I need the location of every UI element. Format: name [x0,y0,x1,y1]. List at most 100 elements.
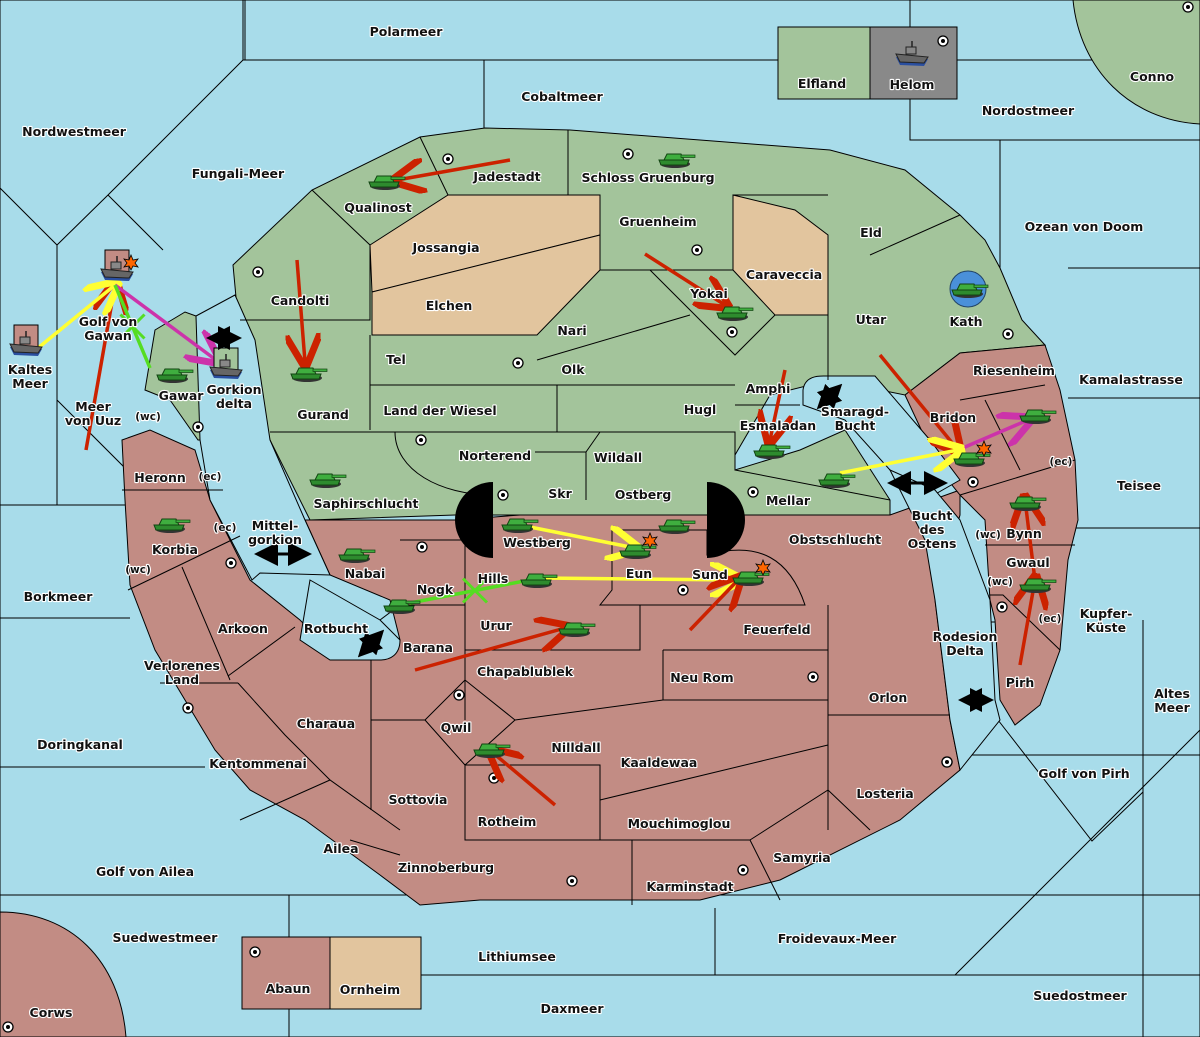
dislodged-burst-icon [976,439,992,457]
army-unit-sund[interactable] [732,558,771,587]
label-sund: Sund [692,567,728,582]
supply-center-westberg [497,489,509,501]
order-support-arrow [839,450,958,475]
label-olk: Olk [561,362,585,377]
label-amphi: Amphi [746,381,791,396]
label-golf-von-pirh: Golf von Pirh [1038,766,1129,781]
label-saphirschlucht: Saphirschlucht [314,496,419,511]
territory-elchen[interactable] [371,234,601,336]
coast-label: (wc) [135,411,161,423]
label-mouchimoglou: Mouchimoglou [628,816,731,831]
order-move-arrow [297,259,305,362]
supply-center-jadestadt [442,153,454,165]
territory-corws[interactable] [0,911,127,1037]
label-westberg: Westberg [503,535,571,550]
supply-center-pirh [996,601,1008,613]
supply-center-mellar [747,486,759,498]
label-bynn: Bynn [1006,526,1041,541]
supply-center-eun [677,584,689,596]
label-daxmeer: Daxmeer [540,1001,604,1016]
label-teisee: Teisee [1117,478,1161,493]
label-jadestadt: Jadestadt [472,169,540,184]
order-move-arrow [492,752,557,807]
label-eld: Eld [860,225,882,240]
territory-conno[interactable] [1072,0,1200,125]
supply-center-kath [1002,328,1014,340]
order-support-arrow [539,578,738,580]
label-nordwestmeer: Nordwestmeer [22,124,127,139]
label-ornheim: Ornheim [340,982,400,997]
supply-center-yokai [726,326,738,338]
territory-ornheim[interactable] [329,936,422,1010]
label-riesenheim: Riesenheim [973,363,1055,378]
supply-center-nabai [416,541,428,553]
fleet-unit-kaltes-meer[interactable] [9,324,43,357]
supply-center-verlorenes-land [182,702,194,714]
supply-center-norterend [415,434,427,446]
label-nordostmeer: Nordostmeer [982,103,1075,118]
order-move-arrow [414,628,565,672]
label-pirh: Pirh [1006,675,1035,690]
army-unit-bridon[interactable] [953,439,992,468]
label-qualinost: Qualinost [344,200,411,215]
territory-labels: PolarmeerCobaltmeerNordwestmeerFungali-M… [7,23,1192,1021]
label-bridon: Bridon [930,410,976,425]
land-borders [122,130,1076,905]
label-borkmeer: Borkmeer [24,589,94,604]
label-suedostmeer: Suedostmeer [1033,988,1127,1003]
label-kaaldewaa: Kaaldewaa [621,755,698,770]
supply-center-conno [1182,1,1194,13]
label-kamalastrasse: Kamalastrasse [1079,372,1183,387]
label-cobaltmeer: Cobaltmeer [521,89,603,104]
army-unit-kath[interactable] [949,270,989,308]
label-elchen: Elchen [426,298,473,313]
label-rotbucht: Rotbucht [304,621,368,636]
supply-center-karminstadt [737,864,749,876]
label-skr: Skr [548,486,572,501]
order-move-arrow [878,353,958,450]
label-hills: Hills [478,571,509,586]
fleet-unit-golf-von-gawan[interactable] [100,249,139,282]
supply-center-rotheim [488,772,500,784]
army-unit-eun[interactable] [619,531,658,560]
coast-label: (ec) [199,471,222,483]
supply-center-tel [512,357,524,369]
fleet-unit-gorkion-delta[interactable] [209,347,243,380]
order-convoy-arrow [957,420,1028,452]
label-obstschlucht: Obstschlucht [789,532,881,547]
coast-label: (ec) [214,522,237,534]
adjacency-arrow [816,383,843,410]
label-fungali-meer: Fungali-Meer [192,166,285,181]
supply-center-gruenheim [691,244,703,256]
label-land-der-wiesel: Land der Wiesel [383,403,496,418]
order-move-arrow [1020,580,1035,666]
order-move-arrow [644,252,725,305]
territory-elfland[interactable] [777,26,871,100]
label-orlon: Orlon [869,690,908,705]
order-move-arrow [397,160,511,180]
label-nabai: Nabai [345,566,386,581]
order-convoy-arrow [113,283,216,360]
supply-center-zinnoberburg [566,875,578,887]
label-polarmeer: Polarmeer [370,24,444,39]
label-losteria: Losteria [856,786,913,801]
label-conno: Conno [1130,69,1175,84]
supply-center-gawar [192,421,204,433]
label-heronn: Heronn [134,470,186,485]
label-lithiumsee: Lithiumsee [478,949,556,964]
label-kentommenai: Kentommenai [209,756,307,771]
impassable-west [455,482,493,558]
label-arkoon: Arkoon [218,621,268,636]
order-support-arrow [36,285,115,350]
label-kupfer-küste: Kupfer-Küste [1080,606,1133,635]
supply-center-bridon [967,476,979,488]
dislodged-burst-icon [123,253,139,271]
orders-layer [36,160,1035,807]
label-nilldall: Nilldall [551,740,600,755]
label-kath: Kath [950,314,983,329]
label-samyria: Samyria [773,850,831,865]
